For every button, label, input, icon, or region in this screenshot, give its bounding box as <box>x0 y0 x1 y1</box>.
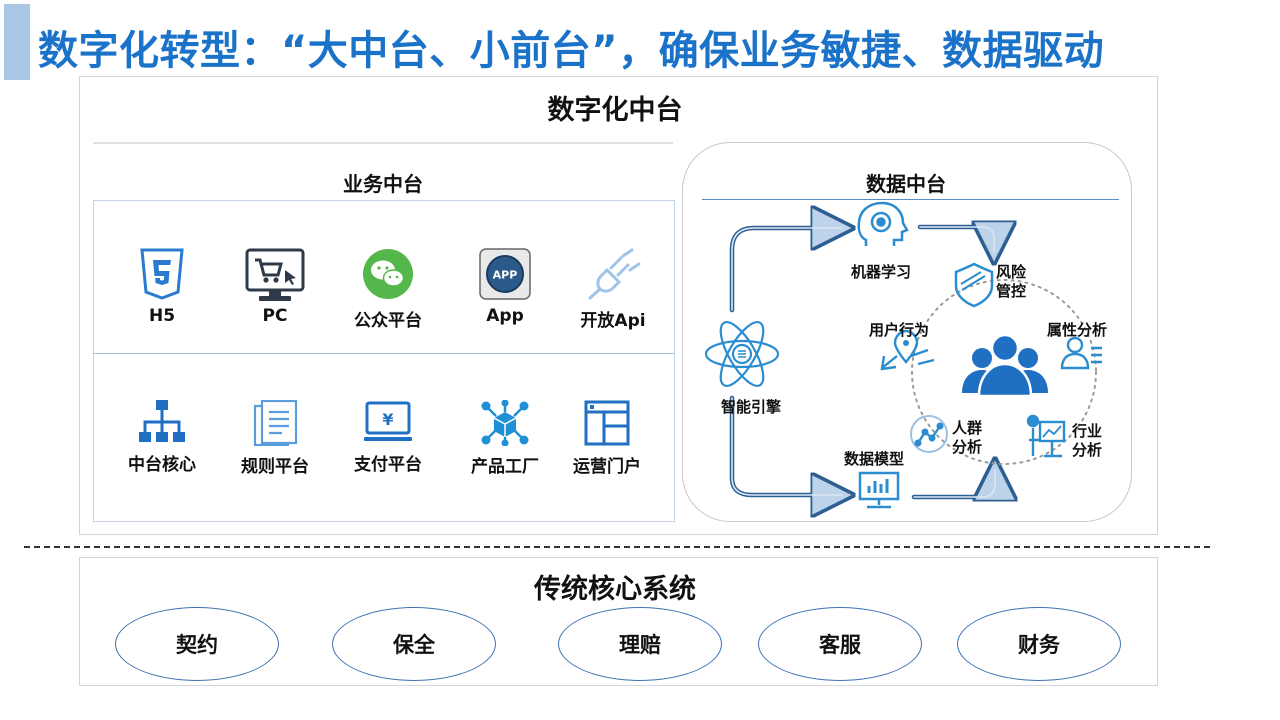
industry-analysis-line-1: 行业 <box>1072 422 1103 440</box>
node-user-behavior-label: 用户行为 <box>869 321 930 339</box>
core-item-payment-platform[interactable]: ¥ 支付平台 <box>338 400 438 475</box>
crowd-analysis-line-1: 人群 <box>952 419 983 437</box>
risk-control-icon <box>954 262 994 308</box>
flow-arrow-ml-to-risk <box>917 227 994 252</box>
front-item-label: PC <box>262 306 288 326</box>
core-item-label: 中台核心 <box>128 455 196 475</box>
business-platform-title: 业务中台 <box>343 172 423 196</box>
org-chart-icon <box>139 400 185 442</box>
app-icon: APP <box>479 248 531 300</box>
svg-text:APP: APP <box>493 269 518 282</box>
pc-cart-icon <box>245 248 305 301</box>
front-item-pc[interactable]: PC <box>225 248 325 326</box>
intelligent-engine-icon <box>704 321 780 387</box>
core-item-operation-portal[interactable]: 运营门户 <box>557 400 657 477</box>
slide-title: 数字化转型：“大中台、小前台”，确保业务敏捷、数据驱动 <box>38 28 1105 74</box>
core-item-label: 规则平台 <box>241 457 309 477</box>
node-intelligent-engine-label: 智能引擎 <box>721 398 782 416</box>
front-item-h5[interactable]: H5 <box>112 248 212 326</box>
core-item-product-factory[interactable]: 产品工厂 <box>455 400 555 477</box>
legacy-item-finance[interactable]: 财务 <box>957 607 1121 681</box>
legacy-systems-title: 传统核心系统 <box>534 574 696 605</box>
risk-control-line-2: 管控 <box>996 282 1027 300</box>
flow-arrow-model-to-loop <box>911 470 995 497</box>
node-data-model-label: 数据模型 <box>844 450 905 468</box>
crowd-analysis-icon <box>910 415 948 453</box>
industry-analysis-icon <box>1026 414 1066 458</box>
legacy-item-preservation[interactable]: 保全 <box>332 607 496 681</box>
legacy-item-contract[interactable]: 契约 <box>115 607 279 681</box>
payment-screen-icon: ¥ <box>364 401 412 441</box>
layer-divider <box>24 546 1210 548</box>
html5-icon <box>140 248 184 300</box>
front-item-wechat[interactable]: 公众平台 <box>338 248 438 331</box>
legacy-item-claims[interactable]: 理赔 <box>558 607 722 681</box>
front-item-app[interactable]: APP App <box>455 248 555 326</box>
node-industry-analysis-label: 行业 分析 <box>1072 422 1102 460</box>
node-machine-learning-label: 机器学习 <box>851 263 912 281</box>
legacy-item-customer-service[interactable]: 客服 <box>758 607 922 681</box>
front-item-label: 公众平台 <box>354 311 422 331</box>
title-accent-bar <box>4 4 30 80</box>
middle-platform-title: 数字化中台 <box>547 95 683 126</box>
data-flow-diagram <box>704 201 1102 520</box>
wechat-icon <box>363 249 413 299</box>
data-platform-divider <box>702 199 1119 200</box>
middle-platform-divider <box>93 142 673 144</box>
flow-arrow-engine-to-ml <box>729 228 842 313</box>
crowd-analysis-line-2: 分析 <box>952 438 983 456</box>
front-item-label: H5 <box>148 306 176 326</box>
core-item-middle-core[interactable]: 中台核心 <box>112 400 212 475</box>
user-group-icon <box>962 333 1048 398</box>
front-item-open-api[interactable]: 开放Api <box>563 248 663 331</box>
industry-analysis-line-2: 分析 <box>1072 441 1103 459</box>
data-model-icon <box>858 471 900 509</box>
plug-icon <box>588 248 641 300</box>
node-risk-control-label: 风险 管控 <box>996 263 1026 301</box>
core-item-label: 运营门户 <box>573 457 641 477</box>
business-platform-divider <box>93 353 674 354</box>
document-icon <box>253 400 298 446</box>
core-item-label: 支付平台 <box>354 455 422 475</box>
machine-learning-icon <box>857 201 909 246</box>
risk-control-line-1: 风险 <box>996 263 1027 281</box>
user-behavior-icon <box>880 329 935 371</box>
portal-layout-icon <box>584 400 630 446</box>
attribute-analysis-icon <box>1060 336 1102 370</box>
front-item-label: 开放Api <box>580 311 646 331</box>
cube-network-icon <box>481 400 529 446</box>
svg-text:¥: ¥ <box>382 410 393 429</box>
core-item-label: 产品工厂 <box>471 457 539 477</box>
core-item-rule-platform[interactable]: 规则平台 <box>225 400 325 477</box>
data-platform-title: 数据中台 <box>866 172 946 196</box>
front-item-label: App <box>486 306 524 326</box>
analysis-cycle <box>911 279 1097 465</box>
node-crowd-analysis-label: 人群 分析 <box>952 419 982 457</box>
node-attribute-analysis-label: 属性分析 <box>1047 321 1108 339</box>
